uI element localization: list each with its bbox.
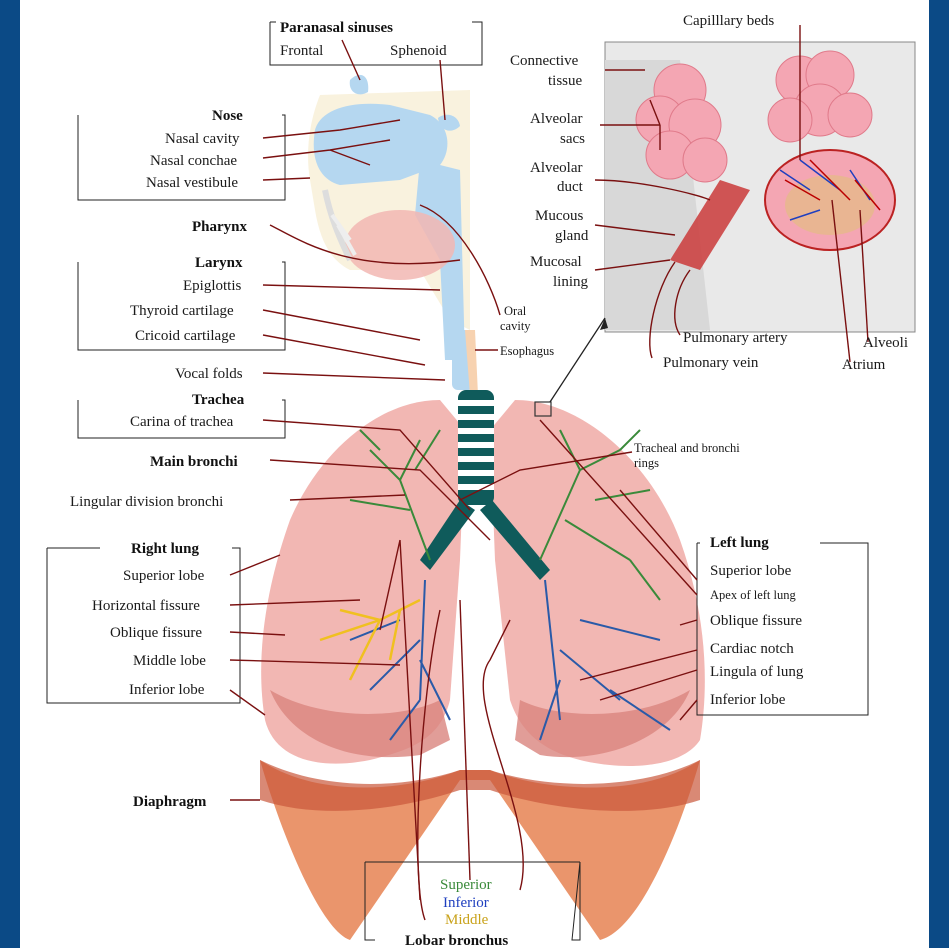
label-esophagus: Esophagus [500,344,554,358]
label-r-oblique: Oblique fissure [110,625,202,641]
label-l-apex: Apex of left lung [710,588,796,602]
label-left-lung: Left lung [710,535,769,551]
label-connective-1: Connective [510,53,579,69]
label-frontal: Frontal [280,43,323,59]
label-mucous-1: Mucous [535,208,583,224]
label-cricoid: Cricoid cartilage [135,328,236,344]
label-connective-2: tissue [548,73,583,89]
label-lobar-inferior: Inferior [443,895,489,911]
label-mucous-2: gland [555,228,589,244]
label-main-bronchi: Main bronchi [150,454,238,470]
label-oral-2: cavity [500,319,531,333]
label-alv-sacs-2: sacs [560,131,585,147]
label-alv-duct-2: duct [557,179,584,195]
label-paranasal: Paranasal sinuses [280,20,393,36]
tongue [345,210,455,280]
label-l-inferior: Inferior lobe [710,692,786,708]
label-l-oblique: Oblique fissure [710,613,802,629]
label-nasal-vestibule: Nasal vestibule [146,175,238,191]
label-nasal-conchae: Nasal conchae [150,153,237,169]
label-alv-duct-1: Alveolar [530,160,582,176]
label-epiglottis: Epiglottis [183,278,242,294]
label-mucosal-2: lining [553,274,589,290]
label-pharynx: Pharynx [192,219,248,235]
label-nasal-cavity: Nasal cavity [165,131,240,147]
label-r-horizontal: Horizontal fissure [92,598,200,614]
label-lobar-middle: Middle [445,912,489,928]
label-l-superior: Superior lobe [710,563,792,579]
label-mucosal-1: Mucosal [530,254,582,270]
label-lingular: Lingular division bronchi [70,494,223,510]
label-nose: Nose [212,108,243,124]
label-lobar-bronchus: Lobar bronchus [405,933,508,948]
label-trachea: Trachea [192,392,245,408]
label-r-superior: Superior lobe [123,568,205,584]
label-l-lingula: Lingula of lung [710,664,804,680]
label-larynx: Larynx [195,255,243,271]
respiratory-system-diagram: Paranasal sinuses Frontal Sphenoid Nose … [20,0,929,948]
label-thyroid: Thyroid cartilage [130,303,234,319]
head-illustration [308,75,478,395]
label-oral-1: Oral [504,304,527,318]
label-rings-1: Tracheal and bronchi [634,441,740,455]
label-sphenoid: Sphenoid [390,43,447,59]
label-capillary: Capilllary beds [683,13,774,29]
label-pulm-vein: Pulmonary vein [663,355,759,371]
label-right-lung: Right lung [131,541,199,557]
label-carina: Carina of trachea [130,414,234,430]
label-alv-sacs-1: Alveolar [530,111,582,127]
label-vocal-folds: Vocal folds [175,366,243,382]
label-diaphragm: Diaphragm [133,794,207,810]
label-r-middle: Middle lobe [133,653,206,669]
label-lobar-superior: Superior [440,877,492,893]
label-pulm-artery: Pulmonary artery [683,330,788,346]
diagram-panel: Paranasal sinuses Frontal Sphenoid Nose … [20,0,929,948]
label-r-inferior: Inferior lobe [129,682,205,698]
label-alveoli: Alveoli [863,335,908,351]
label-atrium: Atrium [842,357,886,373]
label-rings-2: rings [634,456,659,470]
label-l-cardiac: Cardiac notch [710,641,794,657]
